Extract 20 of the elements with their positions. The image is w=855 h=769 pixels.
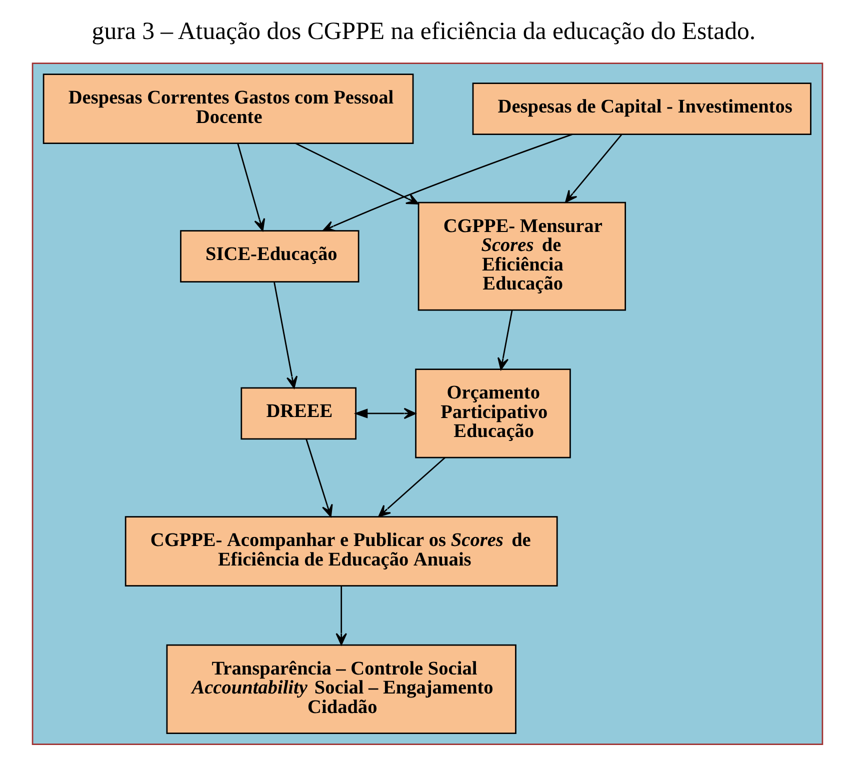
arrow [336,586,347,646]
node-box: Despesas de Capital - Investimentos [472,82,812,135]
node-box: Transparência – Controle Social Accountability Social – Engajamento Cidadão [166,644,516,734]
arrow [565,134,622,203]
arrow [295,142,419,204]
arrow [274,282,298,389]
node-box: Orçamento Participativo Educação [415,368,571,458]
arrow [354,408,416,420]
node-box: CGPPE- Mensurar Scores de Eficiência Educação [418,202,626,311]
node-box: DREEE [240,387,356,440]
arrow [378,457,446,518]
cluster [32,62,824,745]
node-box: CGPPE- Acompanhar e Publicar os Scores de Eficiência de Educação Anuais [124,516,558,586]
arrow [237,143,266,232]
node-box: Despesas Correntes Gastos com Pessoal Docente [42,74,414,144]
node-box: SICE-Educação [180,230,360,282]
arrow [322,134,573,232]
diagram-title: gura 3 – Atuação dos CGPPE na eficiência da educação do Estado. [92,18,756,46]
arrow [306,438,333,518]
arrow [497,310,513,370]
